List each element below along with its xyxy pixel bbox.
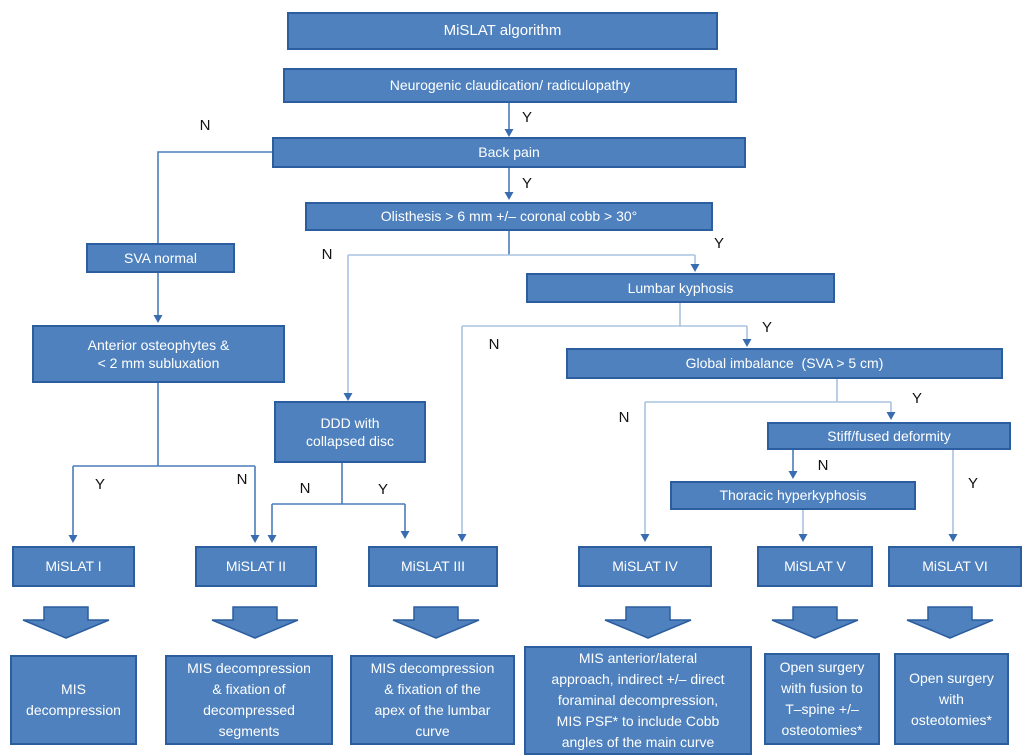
node-thoracic-hyperkyphosis: Thoracic hyperkyphosis xyxy=(670,481,916,510)
node-mislat-5: MiSLAT V xyxy=(757,546,873,587)
branch-label-global-yes: Y xyxy=(911,390,923,407)
outcome-mislat-3: MIS decompression & fixation of the apex… xyxy=(350,655,515,745)
node-olisthesis: Olisthesis > 6 mm +/– coronal cobb > 30° xyxy=(305,202,713,231)
node-mislat-4: MiSLAT IV xyxy=(578,546,712,587)
branch-label-stiff-no: N xyxy=(817,457,829,474)
node-mislat-1: MiSLAT I xyxy=(12,546,135,587)
outcome-mislat-6: Open surgery with osteotomies* xyxy=(894,653,1009,745)
node-mislat-2: MiSLAT II xyxy=(195,546,317,587)
node-back-pain: Back pain xyxy=(272,137,746,168)
node-neurogenic-claudication: Neurogenic claudication/ radiculopathy xyxy=(283,68,737,103)
node-stiff-fused-deformity: Stiff/fused deformity xyxy=(767,422,1011,450)
node-ddd-collapsed-disc: DDD with collapsed disc xyxy=(274,401,426,463)
down-block-arrow xyxy=(771,606,859,639)
node-mislat-3: MiSLAT III xyxy=(368,546,498,587)
down-block-arrow xyxy=(392,606,480,639)
node-global-imbalance: Global imbalance (SVA > 5 cm) xyxy=(566,348,1003,379)
branch-label-ddd-yes: Y xyxy=(377,481,389,498)
outcome-mislat-2: MIS decompression & fixation of decompre… xyxy=(165,655,333,745)
outcome-mislat-5: Open surgery with fusion to T–spine +/– … xyxy=(764,653,880,745)
outcome-mislat-4: MIS anterior/lateral approach, indirect … xyxy=(524,646,752,755)
branch-label-olisthesis-yes: Y xyxy=(713,235,725,252)
branch-label-backpain-yes: Y xyxy=(521,175,533,192)
arrowheads xyxy=(68,129,958,543)
outcome-mislat-1: MIS decompression xyxy=(10,655,137,745)
down-block-arrow xyxy=(604,606,692,639)
branch-label-anterior-yes: Y xyxy=(94,476,106,493)
down-block-arrow xyxy=(22,606,110,639)
branch-label-global-no: N xyxy=(618,409,630,426)
branch-label-neurogenic-yes: Y xyxy=(521,109,533,126)
branch-label-backpain-no: N xyxy=(199,117,211,134)
branch-label-lumbar-no: N xyxy=(488,336,500,353)
node-lumbar-kyphosis: Lumbar kyphosis xyxy=(526,273,835,303)
branch-label-lumbar-yes: Y xyxy=(761,319,773,336)
down-block-arrow xyxy=(906,606,994,639)
branch-label-ddd-no: N xyxy=(299,480,311,497)
branch-label-olisthesis-no: N xyxy=(321,246,333,263)
node-mislat-6: MiSLAT VI xyxy=(888,546,1022,587)
node-sva-normal: SVA normal xyxy=(86,243,235,273)
branch-label-stiff-yes: Y xyxy=(967,475,979,492)
down-block-arrow xyxy=(211,606,299,639)
node-anterior-osteophytes: Anterior osteophytes & < 2 mm subluxatio… xyxy=(32,325,285,383)
node-mislat-algorithm: MiSLAT algorithm xyxy=(287,12,718,50)
branch-label-anterior-no: N xyxy=(236,471,248,488)
